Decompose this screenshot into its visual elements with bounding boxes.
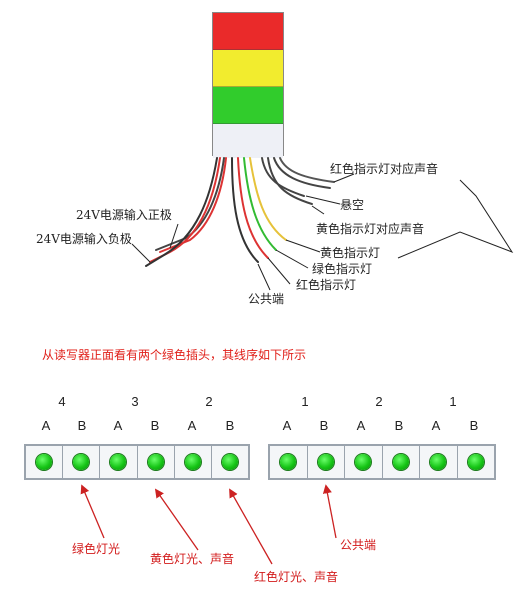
right-socket-5 [420, 446, 458, 478]
right-pin-6: B [469, 418, 479, 433]
tower-segment-red [213, 13, 283, 50]
tower-segment-green [213, 87, 283, 124]
left-socket-3 [100, 446, 138, 478]
leader-v-callout [397, 179, 514, 259]
leader-red-light [267, 257, 291, 285]
leader-floating [305, 195, 341, 205]
left-pin-1: A [41, 418, 51, 433]
leader-green-light [275, 249, 309, 269]
right-connector [268, 444, 496, 480]
leader-common [257, 263, 271, 291]
wire-yellow-sound [267, 157, 313, 205]
left-pin-5: A [187, 418, 197, 433]
green-led-icon [110, 454, 127, 470]
left-group-4: 4 [58, 394, 66, 409]
left-pin-6: B [225, 418, 235, 433]
green-led-icon [317, 454, 334, 470]
green-led-icon [355, 454, 372, 470]
label-24v-positive: 24V电源输入正极 [76, 208, 172, 222]
green-led-icon [430, 454, 447, 470]
left-socket-6 [212, 446, 248, 478]
left-pin-3: A [113, 418, 123, 433]
annotation-red-light-sound: 红色灯光、声音 [254, 570, 339, 584]
label-floating: 悬空 [340, 198, 365, 212]
green-led-icon [36, 454, 53, 470]
left-connector [24, 444, 250, 480]
green-led-icon [280, 454, 297, 470]
left-pin-2: B [77, 418, 87, 433]
leader-yellow-sound [311, 205, 325, 215]
right-pin-1: A [282, 418, 292, 433]
left-socket-2 [63, 446, 101, 478]
green-led-icon [184, 454, 201, 470]
wire-negative-dark [145, 157, 218, 267]
right-pin-4: B [394, 418, 404, 433]
wire-red-light [237, 157, 269, 259]
tower-segment-yellow [213, 50, 283, 87]
right-group-1a: 1 [301, 394, 309, 409]
arrow-yellow-light [154, 488, 199, 551]
right-socket-1 [270, 446, 308, 478]
annotation-common: 公共端 [340, 538, 377, 552]
wire-yellow-light [249, 157, 287, 241]
wiring-diagram [131, 157, 514, 291]
annotation-yellow-light-sound: 黄色灯光、声音 [150, 552, 235, 566]
right-pin-2: B [319, 418, 329, 433]
arrow-red-light [229, 488, 273, 565]
leader-pos [169, 223, 179, 249]
right-socket-4 [383, 446, 420, 478]
label-24v-negative: 24V电源输入负极 [36, 232, 132, 246]
label-red-sound: 红色指示灯对应声音 [330, 162, 439, 176]
right-socket-2 [308, 446, 345, 478]
label-green-light: 绿色指示灯 [312, 262, 373, 276]
arrow-green-light [80, 484, 105, 539]
green-led-icon [147, 454, 164, 470]
right-socket-6 [458, 446, 495, 478]
annotation-arrows [80, 484, 337, 565]
label-common: 公共端 [248, 292, 285, 306]
left-pin-4: B [150, 418, 160, 433]
wire-positive-dark [155, 157, 225, 251]
arrow-common [322, 484, 337, 539]
wire-common [231, 157, 259, 263]
wire-extra [279, 157, 335, 183]
label-yellow-light: 黄色指示灯 [320, 246, 381, 260]
tower-segment-white [213, 124, 283, 158]
left-socket-1 [26, 446, 64, 478]
right-group-2: 2 [375, 394, 383, 409]
left-socket-4 [138, 446, 175, 478]
green-led-icon [467, 454, 484, 470]
wire-red-sound [273, 157, 331, 189]
left-group-2: 2 [205, 394, 213, 409]
right-socket-3 [345, 446, 383, 478]
wiring-note: 从读写器正面看有两个绿色插头，其线序如下所示 [42, 348, 307, 362]
wire-green-light [243, 157, 277, 251]
label-red-light: 红色指示灯 [296, 278, 357, 292]
green-led-icon [392, 454, 409, 470]
leader-red-sound [333, 173, 355, 183]
leader-yellow-light [285, 239, 321, 253]
right-pin-3: A [356, 418, 366, 433]
green-led-icon [73, 454, 90, 470]
right-pin-5: A [431, 418, 441, 433]
annotation-green-light: 绿色灯光 [72, 542, 121, 556]
left-socket-5 [175, 446, 212, 478]
left-group-3: 3 [131, 394, 139, 409]
green-led-icon [221, 454, 238, 470]
label-yellow-sound: 黄色指示灯对应声音 [316, 222, 425, 236]
stack-light-tower [212, 12, 284, 158]
leader-neg [131, 243, 151, 263]
wire-positive-red [159, 157, 227, 253]
right-group-1b: 1 [449, 394, 457, 409]
